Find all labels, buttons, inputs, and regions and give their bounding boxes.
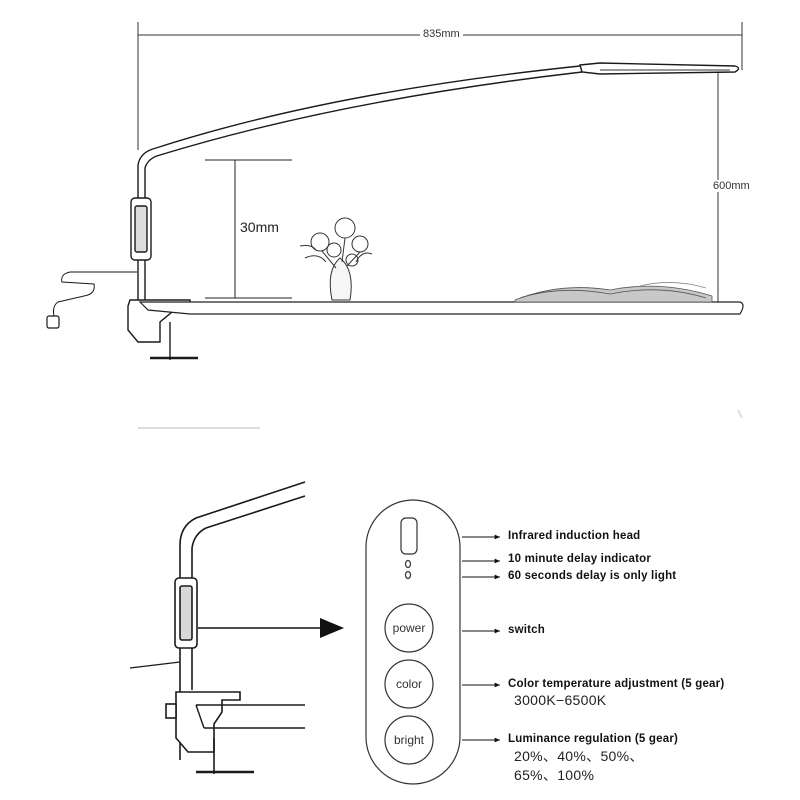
height-label: 600mm: [710, 180, 753, 192]
color-button[interactable]: [384, 659, 434, 709]
bright-button[interactable]: [384, 715, 434, 765]
clearance-dimension-line: [205, 159, 292, 299]
lamp-side-view: [46, 62, 740, 360]
callout-infrared: Infrared induction head: [508, 530, 641, 542]
power-button[interactable]: [384, 603, 434, 653]
callout-color: Color temperature adjustment (5 gear): [508, 678, 725, 690]
clearance-label: 30mm: [240, 219, 279, 235]
desk-closeup: [195, 704, 305, 729]
open-book-illustration: [514, 282, 713, 303]
color-range: 3000K−6500K: [514, 692, 607, 708]
control-panel: [365, 499, 461, 785]
flower-vase-illustration: [299, 217, 373, 301]
bright-levels-line-2: 65%、100%: [514, 767, 595, 783]
width-dimension-line: [137, 22, 743, 150]
zoom-arrow: [198, 618, 344, 638]
callout-delay-10: 10 minute delay indicator: [508, 553, 652, 565]
width-label: 835mm: [420, 28, 463, 40]
callout-bright: Luminance regulation (5 gear): [508, 733, 679, 745]
color-button-label: color: [395, 677, 422, 691]
separator-marks: [138, 409, 743, 429]
callout-arrows: [462, 534, 500, 743]
callout-switch: switch: [508, 624, 545, 636]
bright-levels-line-1: 20%、40%、50%、: [514, 748, 644, 764]
lamp-closeup: [129, 481, 306, 774]
callout-delay-60: 60 seconds delay is only light: [508, 570, 677, 582]
desk-surface: [138, 301, 744, 315]
bright-button-label: bright: [393, 733, 425, 747]
power-button-label: power: [392, 621, 426, 635]
